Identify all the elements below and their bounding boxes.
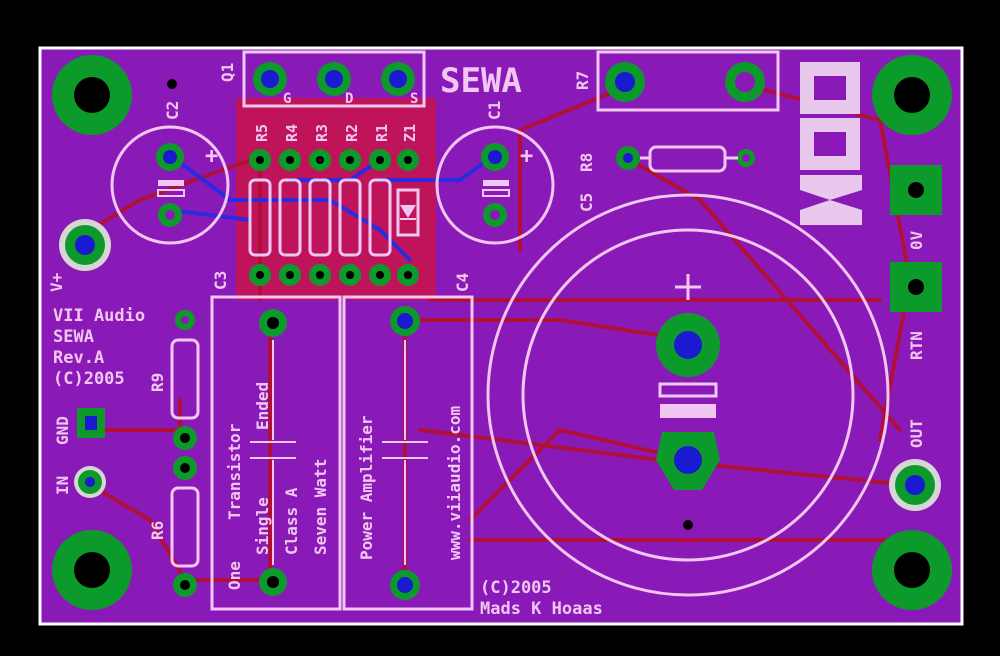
c2 <box>110 125 230 245</box>
copper-pour <box>236 98 436 300</box>
connector-in <box>74 466 106 498</box>
board-outline <box>38 46 964 626</box>
info-line-2: SEWA <box>53 327 94 347</box>
label-r5: R5 <box>253 124 271 142</box>
c2-plus: + <box>205 144 218 169</box>
vii-logo <box>800 62 862 225</box>
label-r7: R7 <box>573 71 592 90</box>
label-r3: R3 <box>313 124 331 142</box>
c5 <box>486 193 890 597</box>
r7-outline <box>596 50 780 112</box>
desc-power-amplifier: Power Amplifier <box>357 416 376 561</box>
label-r2: R2 <box>343 124 361 142</box>
label-0v: 0V <box>907 230 926 250</box>
info-line-4: (C)2005 <box>53 369 125 389</box>
label-r9: R9 <box>148 373 167 392</box>
c3-outline <box>210 295 342 611</box>
r9 <box>170 310 200 450</box>
desc-website: www.viiaudio.com <box>445 406 464 560</box>
label-out: OUT <box>907 419 926 448</box>
info-line-1: VII Audio <box>53 306 145 326</box>
label-c2: C2 <box>163 101 182 120</box>
r8 <box>616 145 755 173</box>
board-substrate <box>40 48 962 624</box>
label-r6: R6 <box>148 521 167 540</box>
r6 <box>170 456 200 597</box>
small-hole <box>167 79 177 89</box>
label-in: IN <box>53 476 72 495</box>
c4-body <box>382 306 428 600</box>
desc-class-a: Class A <box>282 487 301 555</box>
desc-one: One <box>225 561 244 590</box>
label-rtn: RTN <box>907 331 926 360</box>
c1 <box>435 125 555 245</box>
desc-seven-watt: Seven Watt <box>311 459 330 555</box>
c1-plus: + <box>520 144 533 169</box>
label-c5: C5 <box>577 193 596 212</box>
resistor-bank <box>248 149 420 286</box>
label-g: G <box>283 91 291 107</box>
label-z1: Z1 <box>401 124 419 142</box>
connector-0v <box>890 165 942 215</box>
board-title: SEWA <box>440 61 522 101</box>
connector-gnd <box>77 408 105 438</box>
connector-out <box>889 459 941 511</box>
label-q1: Q1 <box>218 63 237 82</box>
r7-pads <box>605 62 765 102</box>
desc-transistor: Transistor <box>225 424 244 520</box>
q1-outline <box>242 50 426 108</box>
mounting-holes <box>52 55 952 610</box>
info-line-3: Rev.A <box>53 348 104 368</box>
label-d: D <box>345 91 353 107</box>
c4-outline <box>342 295 474 611</box>
label-gnd: GND <box>53 416 72 445</box>
q1-pads <box>253 62 415 96</box>
desc-single: Single <box>253 497 272 555</box>
label-c1: C1 <box>485 101 504 120</box>
connector-rtn <box>890 262 942 312</box>
desc-ended: Ended <box>253 382 272 430</box>
label-s: S <box>410 91 418 107</box>
label-c3: C3 <box>211 271 230 290</box>
footer-year: (C)2005 <box>480 578 552 598</box>
c3-body <box>250 309 296 596</box>
label-vplus: V+ <box>47 272 66 292</box>
label-r8: R8 <box>577 153 596 172</box>
label-c4: C4 <box>453 273 472 292</box>
label-r1: R1 <box>373 124 391 142</box>
footer-author: Mads K Hoaas <box>480 599 603 619</box>
connector-vplus <box>59 219 111 271</box>
label-r4: R4 <box>283 124 301 142</box>
